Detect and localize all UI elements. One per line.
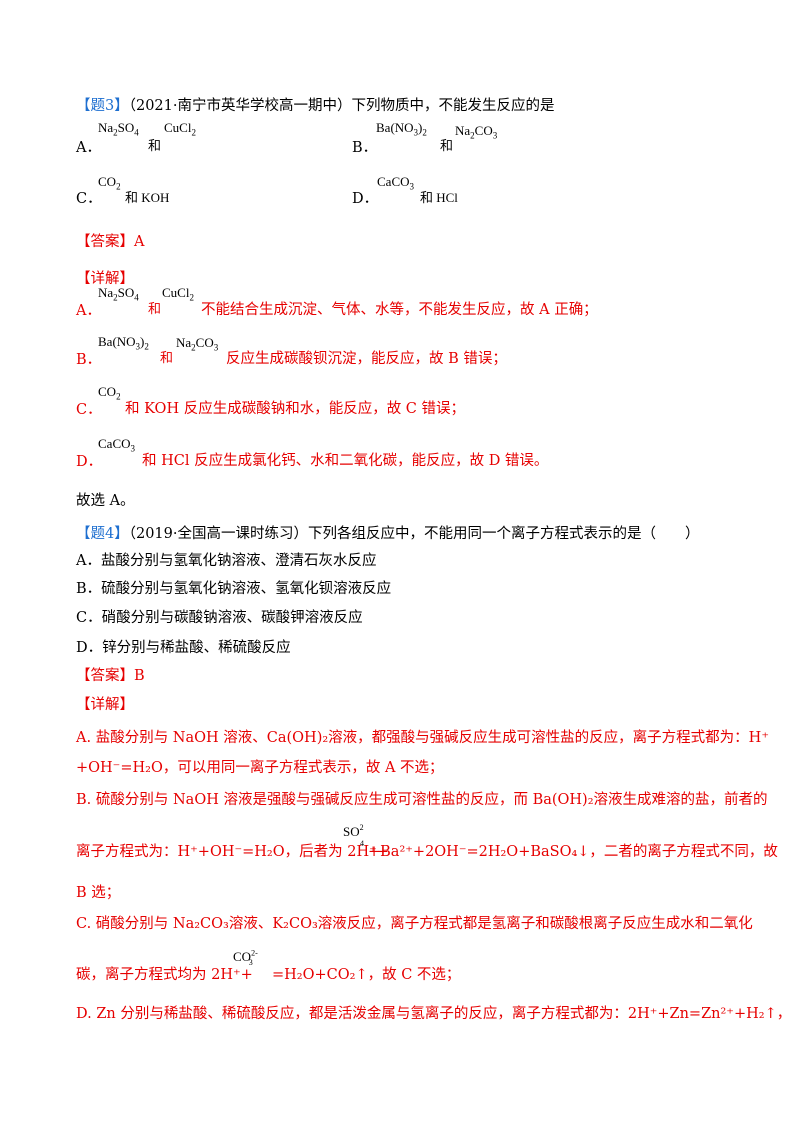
q3-explain-c-text: 和 KOH 反应生成碳酸钠和水，能反应，故 C 错误；: [125, 401, 466, 417]
q4-explain-a-line-2: +OH⁻=H₂O，可以用同一离子方程式表示，故 A 不选；: [76, 760, 444, 776]
q4-explain-b-line-2b: +Ba²⁺+2OH⁻=2H₂O+BaSO₄↓，二者的离子方程式不同，故: [368, 844, 778, 860]
q3-option-c-formula: CO2: [98, 174, 121, 192]
q4-detail-heading: 【详解】: [76, 697, 134, 713]
q4-option-a: A．盐酸分别与氢氧化钠溶液、澄清石灰水反应: [76, 553, 377, 569]
q3-stem: （2021·南宁市英华学校高一期中）下列物质中，不能发生反应的是: [128, 98, 555, 114]
q3-explain-b-label: B．: [76, 352, 102, 368]
q3-stem-line: 【题3】（2021·南宁市英华学校高一期中）下列物质中，不能发生反应的是: [76, 96, 555, 116]
q3-option-d-label: D．: [352, 191, 379, 207]
q3-explain-b-formula-2: Na2CO3: [176, 335, 219, 353]
q3-explain-a-text: 不能结合生成沉淀、气体、水等，不能发生反应，故 A 正确；: [201, 302, 598, 318]
q4-option-c: C．硝酸分别与碳酸钠溶液、碳酸钾溶液反应: [76, 610, 363, 626]
q3-explain-a-formula-1: Na2SO4: [98, 285, 139, 303]
q3-option-b-he: 和: [440, 139, 454, 154]
q3-tag: 【题3】: [76, 98, 129, 114]
q4-explain-c-line-2b: =H₂O+CO₂↑，故 C 不选；: [272, 967, 461, 983]
q3-explain-b-formula-1: Ba(NO3)2: [98, 334, 149, 352]
q4-stem: （2019·全国高一课时练习）下列各组反应中，不能用同一个离子方程式表示的是（ …: [128, 526, 700, 542]
q4-explain-b-line-3: B 选；: [76, 885, 121, 901]
q3-explain-d-text: 和 HCl 反应生成氯化钙、水和二氧化碳，能反应，故 D 错误。: [142, 453, 549, 469]
q3-explain-b-text: 反应生成碳酸钡沉淀，能反应，故 B 错误；: [226, 351, 507, 367]
q3-explain-a-label: A．: [76, 303, 101, 319]
q3-option-b-label: B．: [352, 140, 378, 156]
q4-explain-c-line-2a: 碳，离子方程式均为 2H⁺+: [76, 967, 253, 983]
q3-option-d-formula: CaCO3: [377, 174, 414, 192]
q3-conclusion: 故选 A。: [76, 493, 135, 509]
q3-explain-b-he: 和: [160, 351, 174, 366]
q4-stem-line: 【题4】（2019·全国高一课时练习）下列各组反应中，不能用同一个离子方程式表示…: [76, 524, 700, 544]
q3-option-b-formula-1: Ba(NO3)2: [376, 120, 427, 138]
q3-detail-heading: 【详解】: [76, 271, 134, 287]
q3-option-a-formula-1: Na2SO4: [98, 120, 139, 138]
q4-explain-c-line-1: C. 硝酸分别与 Na₂CO₃溶液、K₂CO₃溶液反应，离子方程式都是氢离子和碳…: [76, 916, 753, 932]
q4-explain-c-carbonate-ion: CO2-3: [233, 948, 258, 967]
q4-explain-a-line-1: A. 盐酸分别与 NaOH 溶液、Ca(OH)₂溶液，都强酸与强碱反应生成可溶性…: [76, 730, 769, 746]
q3-option-a-he: 和: [148, 139, 162, 154]
q3-option-c-text: 和 KOH: [125, 190, 170, 205]
q3-option-b-formula-2: Na2CO3: [455, 123, 498, 141]
q3-explain-a-he: 和: [148, 302, 162, 317]
q3-option-a-formula-2: CuCl2: [164, 120, 196, 138]
q3-explain-c-label: C．: [76, 402, 102, 418]
q4-option-d: D．锌分别与稀盐酸、稀硫酸反应: [76, 640, 291, 656]
q4-explain-b-line-2a: 离子方程式为：H⁺+OH⁻=H₂O，后者为 2H⁺+: [76, 844, 389, 860]
q4-option-b: B．硫酸分别与氢氧化钠溶液、氢氧化钡溶液反应: [76, 581, 392, 597]
q3-option-a-label: A．: [76, 140, 101, 156]
q3-option-d-text: 和 HCl: [420, 190, 458, 205]
q3-explain-c-formula: CO2: [98, 384, 121, 402]
q4-explain-d-line-1: D. Zn 分别与稀盐酸、稀硫酸反应，都是活泼金属与氢离子的反应，离子方程式都为…: [76, 1006, 792, 1022]
q3-answer: 【答案】A: [76, 234, 145, 250]
q4-tag: 【题4】: [76, 526, 129, 542]
q3-option-c-label: C．: [76, 191, 102, 207]
q3-explain-d-formula: CaCO3: [98, 436, 135, 454]
q3-explain-d-label: D．: [76, 454, 103, 470]
q4-answer: 【答案】B: [76, 668, 145, 684]
q3-explain-a-formula-2: CuCl2: [162, 285, 194, 303]
q4-explain-b-line-1: B. 硫酸分别与 NaOH 溶液是强酸与强碱反应生成可溶性盐的反应，而 Ba(O…: [76, 792, 768, 808]
